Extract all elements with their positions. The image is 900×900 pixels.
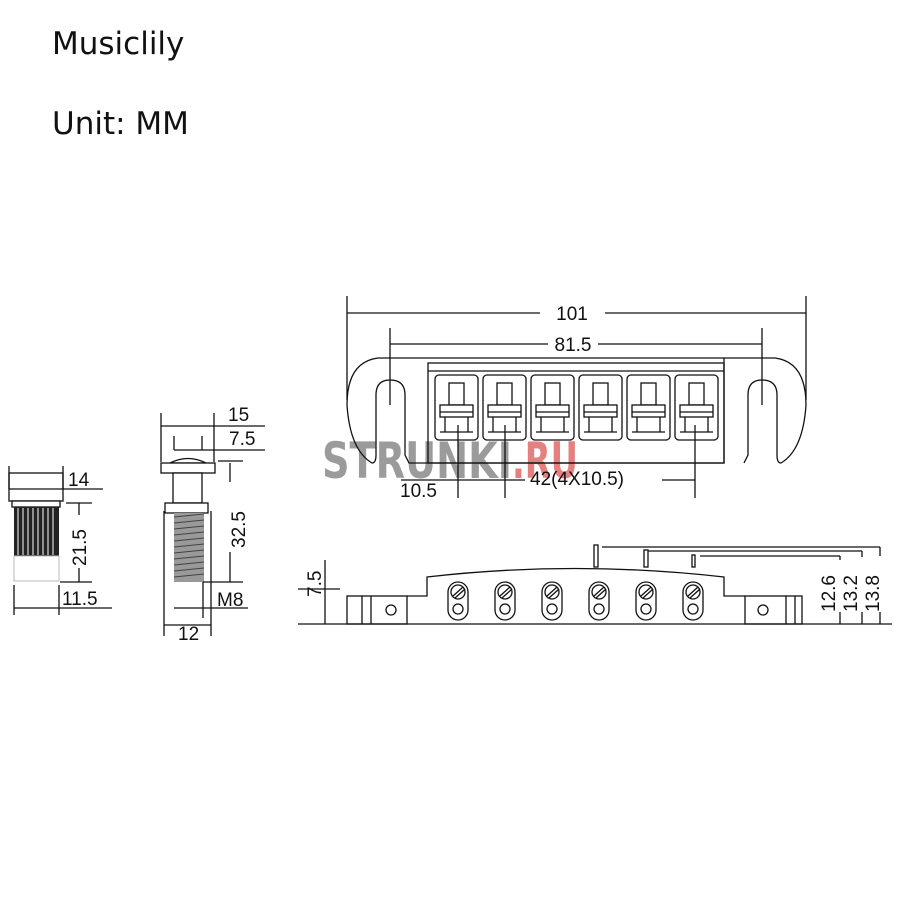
string-stud: [682, 581, 704, 621]
saddle: [530, 374, 575, 441]
string-stud: [635, 581, 657, 621]
knob-width-label: 14: [68, 470, 90, 491]
stud-length-label: 32.5: [229, 511, 250, 548]
knob-diameter-label: 11.5: [62, 589, 98, 610]
string-stud: [494, 581, 516, 621]
base-height-label: 7.5: [305, 571, 326, 597]
height-label-1: 12.6: [819, 575, 840, 612]
stud-head-width-label: 15: [228, 405, 249, 426]
saddle: [674, 374, 719, 441]
saddle: [434, 374, 479, 441]
saddle-pitch-label: 10.5: [400, 481, 437, 502]
string-span-label: 42(4X10.5): [530, 469, 624, 490]
overall-length-label: 101: [556, 304, 588, 325]
knob-height-label: 21.5: [70, 529, 91, 566]
saddle: [626, 374, 671, 441]
stud-bushing-label: 12: [178, 624, 199, 645]
height-label-3: 13.8: [863, 575, 884, 612]
stud-drawing: [160, 413, 265, 636]
tailpiece-top-view: [346, 296, 807, 498]
post-spacing-label: 81.5: [555, 335, 592, 356]
height-label-2: 13.2: [841, 575, 862, 612]
string-stud: [588, 581, 610, 621]
string-stud: [447, 581, 469, 621]
unit-label: Unit: MM: [52, 106, 189, 142]
stud-thread-label: M8: [217, 590, 243, 611]
tailpiece-side-view: [298, 544, 892, 625]
knob-drawing: [8, 466, 112, 615]
saddle: [578, 374, 623, 441]
brand-title: Musiclily: [52, 26, 185, 62]
string-stud: [541, 581, 563, 621]
stud-head-inner-label: 7.5: [229, 429, 255, 450]
